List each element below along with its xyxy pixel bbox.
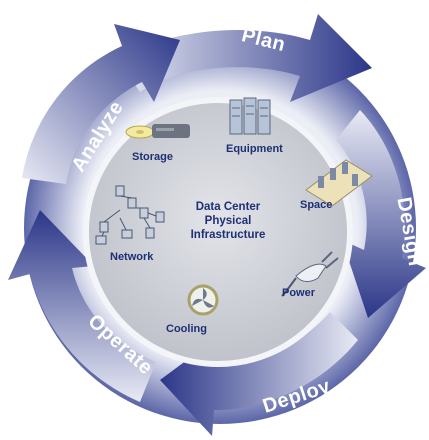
deploy-arrow xyxy=(160,312,358,436)
component-label-cooling: Cooling xyxy=(166,323,207,335)
space-icon xyxy=(305,159,373,207)
component-label-space: Space xyxy=(300,199,332,211)
equipment-icon xyxy=(229,97,271,135)
component-label-power: Power xyxy=(282,287,316,299)
center-title-line2: Physical xyxy=(205,215,252,227)
center-disk xyxy=(83,97,353,367)
storage-icon xyxy=(125,124,190,139)
operate-arrow xyxy=(8,210,156,402)
design-arrow xyxy=(336,110,426,318)
cooling-fan-icon xyxy=(187,284,219,316)
power-plug-icon xyxy=(281,251,339,297)
plan-arrow xyxy=(118,14,372,102)
component-label-equipment: Equipment xyxy=(226,143,283,155)
component-label-storage: Storage xyxy=(132,151,173,163)
component-label-network: Network xyxy=(110,251,154,263)
analyze-arrow xyxy=(22,24,180,184)
network-icon xyxy=(95,185,165,245)
center-title-line1: Data Center xyxy=(196,201,261,213)
center-title-line3: Infrastructure xyxy=(191,229,266,241)
